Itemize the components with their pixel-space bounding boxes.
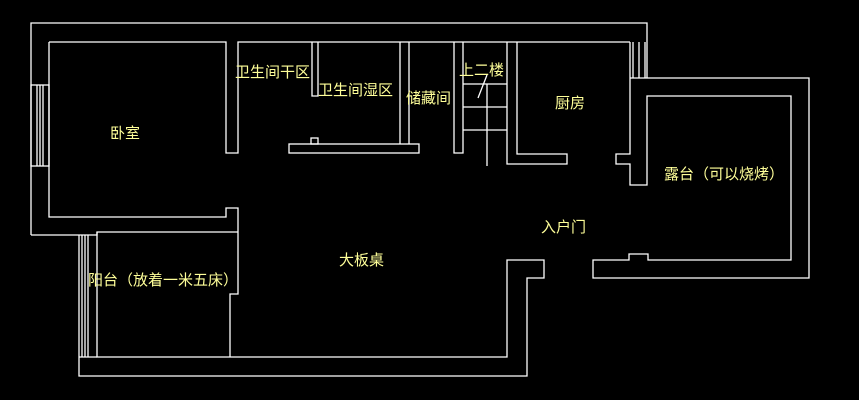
- terrace-wall: [592, 77, 810, 279]
- walls: [30, 22, 810, 377]
- label-entrance: 入户门: [541, 218, 586, 236]
- label-bathroom-dry: 卫生间干区: [235, 63, 310, 81]
- counter: [288, 143, 420, 154]
- label-balcony: 阳台（放着一米五床）: [88, 271, 238, 289]
- label-kitchen: 厨房: [555, 94, 585, 112]
- bottom-wall: [78, 232, 545, 377]
- label-bedroom: 卧室: [110, 124, 140, 142]
- counter-bump: [310, 137, 319, 145]
- label-bathroom-wet: 卫生间湿区: [318, 81, 393, 99]
- room-labels: 卫生间干区 卫生间湿区 储藏间 上二楼 厨房 卧室 露台（可以烧烤） 入户门 大…: [88, 61, 784, 289]
- stair-wall-left: [453, 42, 464, 154]
- label-stairs-up: 上二楼: [459, 61, 504, 79]
- bedroom-left-inner-wall: [48, 42, 239, 357]
- label-terrace: 露台（可以烧烤）: [664, 165, 784, 183]
- kitchen-wall: [506, 42, 568, 165]
- bedroom-wall: [49, 41, 630, 154]
- stair-arrow: [477, 74, 488, 99]
- bathroom-partition: [311, 42, 319, 97]
- label-storage: 储藏间: [406, 89, 451, 107]
- label-big-table: 大板桌: [339, 251, 384, 269]
- balcony-outer-wall: [31, 231, 238, 236]
